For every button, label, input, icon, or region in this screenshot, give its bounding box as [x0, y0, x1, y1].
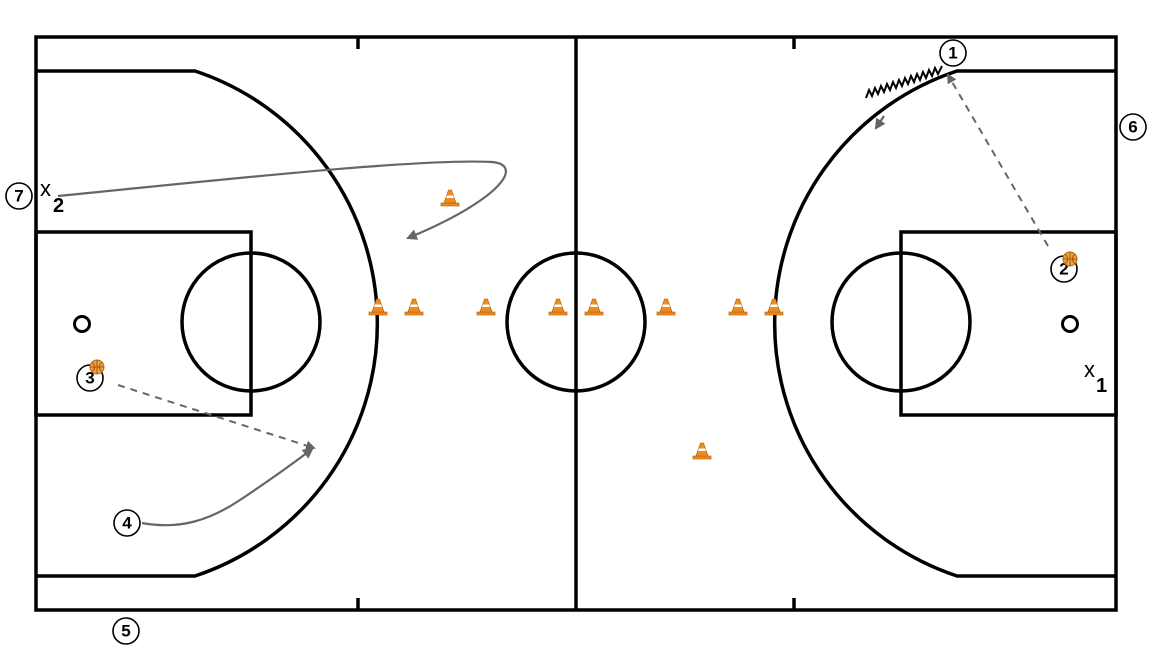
player-4: 4 [113, 509, 141, 537]
free-throw-circle-left [180, 251, 322, 393]
basketball-icon [1062, 251, 1078, 267]
pass-3-to-4 [117, 384, 316, 451]
cone-icon [692, 442, 712, 460]
right-half [773, 69, 1118, 578]
dribble-1 [865, 65, 943, 99]
svg-text:x: x [1084, 357, 1095, 382]
cone-icon [404, 298, 424, 316]
free-throw-circle-right [830, 251, 972, 393]
key-left [34, 230, 253, 417]
cut-4 [141, 447, 314, 527]
svg-text:1: 1 [948, 44, 957, 63]
player-1: 1 [939, 39, 967, 67]
defender-2: x 2 [40, 176, 64, 217]
svg-text:2: 2 [53, 195, 64, 217]
svg-text:2: 2 [1059, 260, 1068, 279]
three-point-line-right [773, 69, 1116, 578]
pass-2-to-1 [946, 73, 1049, 247]
cone-icon [656, 298, 676, 316]
cone-icon [728, 298, 748, 316]
cut-7 [57, 160, 507, 240]
player-2: 2 [1050, 251, 1078, 283]
player-7: 7 [5, 182, 33, 210]
cone-icon [440, 189, 460, 207]
basketball-icon [89, 359, 105, 375]
svg-text:4: 4 [122, 514, 132, 533]
cone-icon [476, 298, 496, 316]
three-point-line-left [36, 69, 379, 578]
player-5: 5 [112, 617, 140, 645]
player-3: 3 [76, 359, 105, 392]
defender-1: x 1 [1084, 357, 1107, 397]
basket-left [73, 315, 91, 333]
svg-text:5: 5 [121, 622, 130, 641]
svg-text:1: 1 [1096, 375, 1107, 397]
cone-icon [764, 298, 784, 316]
svg-text:3: 3 [85, 369, 94, 388]
key-right [899, 230, 1118, 417]
cone-icon [548, 298, 568, 316]
dribble-1-arrow [874, 115, 886, 130]
player-6: 6 [1119, 113, 1147, 141]
svg-text:7: 7 [14, 187, 23, 206]
svg-text:6: 6 [1128, 118, 1137, 137]
cone-icon [584, 298, 604, 316]
left-half [34, 69, 379, 578]
cones [368, 189, 784, 460]
basket-right [1061, 315, 1079, 333]
center-circle [505, 251, 647, 393]
svg-text:x: x [40, 176, 51, 201]
players: 1 2 3 4 5 6 [5, 39, 1147, 645]
cone-icon [368, 298, 388, 316]
